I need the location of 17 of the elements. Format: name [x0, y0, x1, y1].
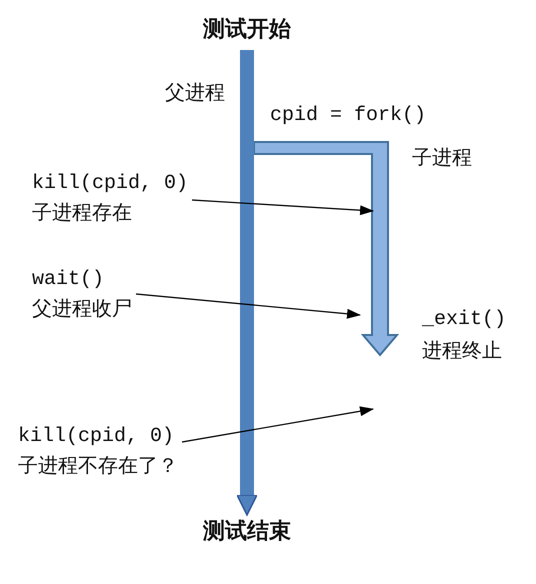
code-text: wait() [32, 267, 104, 293]
heading-text: 测试结束 [187, 518, 307, 546]
text-label: 子进程 [412, 144, 472, 171]
leader-arrow [136, 293, 361, 319]
note-text: 子进程存在 [32, 199, 132, 226]
code-label: cpid = fork() [270, 103, 426, 129]
note-text: 父进程收尸 [32, 295, 132, 322]
heading-text: 测试开始 [187, 16, 307, 44]
text-label: 进程终止 [422, 337, 502, 364]
text-label: 父进程 [165, 79, 225, 106]
note-text: 子进程不存在了？ [18, 452, 178, 479]
code-label: _exit() [422, 307, 506, 333]
code-text: kill(cpid, 0) [18, 424, 174, 450]
leader-arrow [192, 199, 374, 216]
code-text: kill(cpid, 0) [32, 171, 188, 197]
leader-arrow [182, 406, 374, 443]
process-arrow [236, 50, 258, 516]
